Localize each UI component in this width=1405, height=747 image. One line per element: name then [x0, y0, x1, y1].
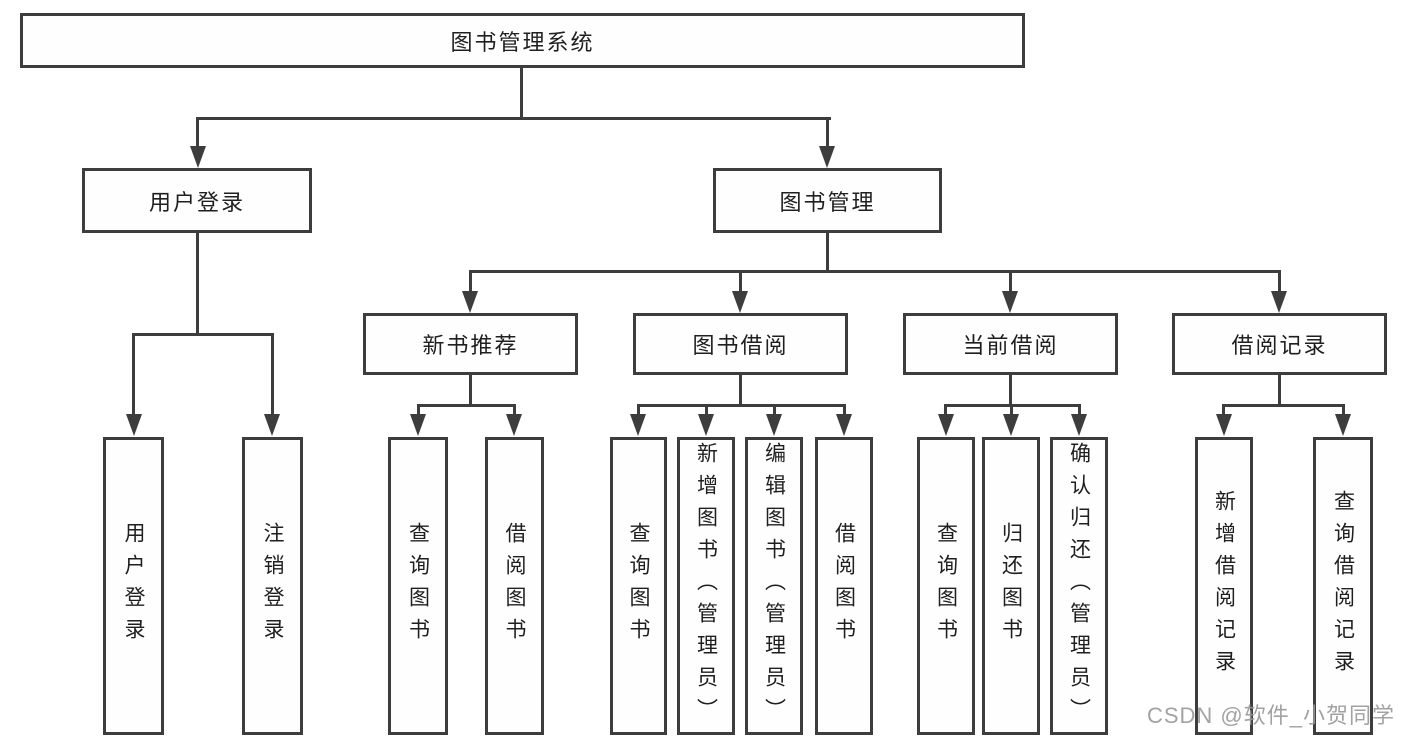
node-label: 用户登录 [122, 522, 145, 650]
arrow-bb-leaf3 [766, 414, 782, 436]
node-leaf-bb-borrow-books: 借阅图书 [815, 437, 873, 735]
arrow-nbr-leaf2 [506, 414, 522, 436]
node-label: 查询借阅记录 [1331, 490, 1355, 682]
connector-bb-leaf3 [773, 404, 776, 418]
node-leaf-user-login: 用户登录 [103, 437, 164, 735]
connector-level2-rail [469, 270, 1281, 273]
connector-nbr-rail [417, 404, 516, 407]
node-label: 图书管理 [779, 189, 876, 215]
connector-to-leaf-logout [271, 333, 274, 415]
connector-cb-leaf3 [1078, 404, 1081, 418]
node-label: 编辑图书（管理员） [762, 442, 786, 730]
connector-bb-leaf4 [843, 404, 846, 418]
connector-to-current-borrow [1009, 270, 1012, 292]
node-user-login: 用户登录 [82, 168, 312, 233]
connector-bb-rail [637, 404, 846, 407]
connector-br-stem [1278, 374, 1281, 407]
node-leaf-br-add-record: 新增借阅记录 [1195, 437, 1253, 735]
node-label: 注销登录 [261, 522, 284, 650]
connector-br-rail [1222, 404, 1344, 407]
connector-to-book-management [826, 117, 829, 150]
node-book-borrow: 图书借阅 [633, 313, 848, 375]
connector-book-management-stem [826, 233, 829, 273]
connector-nbr-leaf1 [417, 404, 420, 418]
arrow-to-leaf-user-login [126, 414, 142, 436]
connector-to-new-book-recommend [469, 270, 472, 292]
node-label: 查询图书 [627, 522, 650, 650]
connector-cb-leaf2 [1010, 404, 1013, 418]
connector-br-leaf1 [1222, 404, 1225, 418]
watermark: CSDN @软件_小贺同学 [1146, 703, 1395, 728]
connector-to-book-borrow [739, 270, 742, 292]
arrow-bb-leaf4 [836, 414, 852, 436]
node-label: 归还图书 [999, 522, 1023, 650]
connector-br-leaf2 [1342, 404, 1345, 418]
connector-user-login-rail [132, 333, 274, 336]
node-leaf-bb-add-books-admin: 新增图书（管理员） [677, 437, 735, 735]
connector-to-leaf-user-login [132, 333, 135, 415]
node-library-management-system: 图书管理系统 [20, 13, 1025, 68]
node-book-management: 图书管理 [713, 168, 942, 233]
node-leaf-br-query-record: 查询借阅记录 [1313, 437, 1373, 735]
arrow-to-current-borrow [1002, 291, 1018, 313]
node-label: 图书管理系统 [450, 29, 595, 55]
node-label: 当前借阅 [962, 333, 1059, 358]
node-label: 新书推荐 [422, 333, 519, 358]
node-label: 查询图书 [406, 522, 430, 650]
node-leaf-nbr-query-books: 查询图书 [388, 437, 448, 735]
connector-cb-leaf1 [944, 404, 947, 418]
node-leaf-logout: 注销登录 [242, 437, 303, 735]
connector-bb-stem [739, 374, 742, 407]
node-label: 借阅记录 [1231, 333, 1328, 358]
node-leaf-nbr-borrow-books: 借阅图书 [485, 437, 544, 735]
node-label: 用户登录 [148, 189, 245, 215]
node-label: 借阅图书 [503, 522, 526, 650]
node-leaf-bb-query-books: 查询图书 [610, 437, 667, 735]
connector-to-borrow-records [1278, 270, 1281, 292]
node-new-book-recommend: 新书推荐 [363, 313, 578, 375]
connector-root-stem [520, 68, 523, 120]
arrow-to-user-login [190, 146, 206, 168]
node-label: 图书借阅 [692, 333, 789, 358]
arrow-nbr-leaf1 [410, 414, 426, 436]
node-label: 借阅图书 [832, 522, 856, 650]
arrow-bb-leaf2 [698, 414, 714, 436]
arrow-cb-leaf2 [1003, 414, 1019, 436]
connector-to-user-login [196, 117, 199, 150]
node-label: 确认归还（管理员） [1067, 442, 1091, 730]
node-leaf-cb-query-books: 查询图书 [917, 437, 975, 735]
node-label: 新增借阅记录 [1212, 490, 1236, 682]
node-label: 查询图书 [934, 522, 958, 650]
connector-cb-stem [1009, 374, 1012, 407]
arrow-to-leaf-logout [264, 414, 280, 436]
connector-nbr-stem [469, 374, 472, 407]
arrow-cb-leaf1 [938, 414, 954, 436]
connector-bb-leaf1 [637, 404, 640, 418]
arrow-br-leaf1 [1216, 414, 1232, 436]
arrow-br-leaf2 [1335, 414, 1351, 436]
connector-level1-rail [196, 117, 831, 120]
node-borrow-records: 借阅记录 [1172, 313, 1387, 375]
node-current-borrow: 当前借阅 [903, 313, 1118, 375]
arrow-bb-leaf1 [630, 414, 646, 436]
arrow-cb-leaf3 [1071, 414, 1087, 436]
connector-bb-leaf2 [705, 404, 708, 418]
connector-user-login-stem [196, 233, 199, 336]
node-label: 新增图书（管理员） [694, 442, 718, 730]
arrow-to-book-borrow [732, 291, 748, 313]
arrow-to-book-management [819, 146, 835, 168]
arrow-to-new-book-recommend [462, 291, 478, 313]
node-leaf-bb-edit-books-admin: 编辑图书（管理员） [745, 437, 803, 735]
node-leaf-cb-confirm-return-admin: 确认归还（管理员） [1050, 437, 1108, 735]
node-leaf-cb-return-books: 归还图书 [982, 437, 1040, 735]
arrow-to-borrow-records [1271, 291, 1287, 313]
connector-nbr-leaf2 [513, 404, 516, 418]
